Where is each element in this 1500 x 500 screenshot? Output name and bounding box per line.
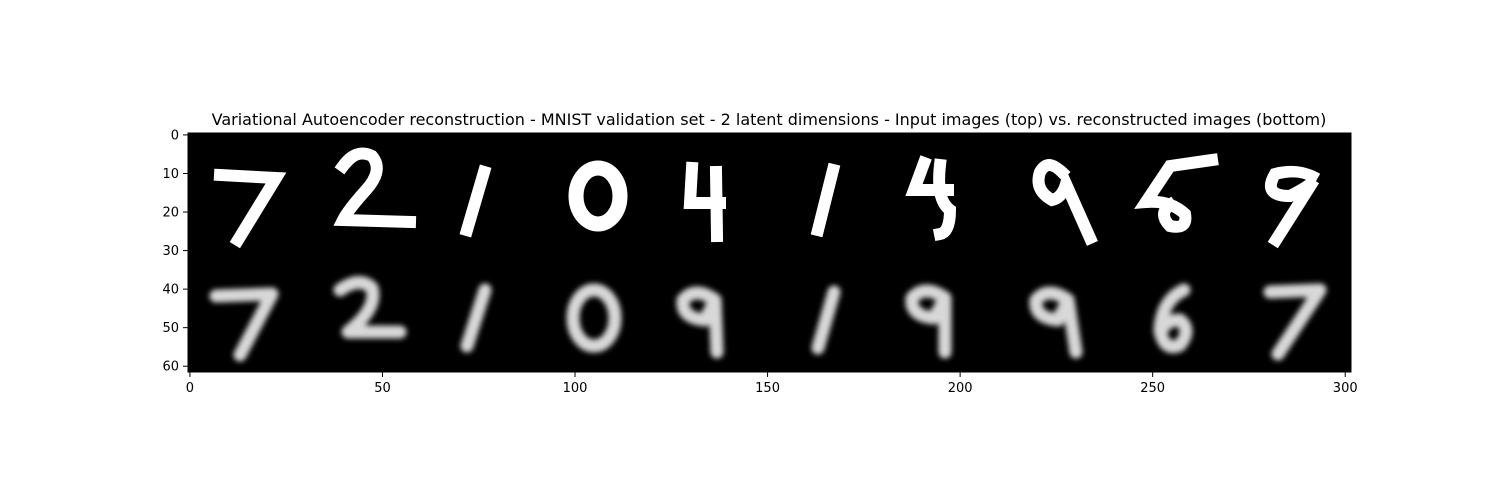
y-tick-label: 40 xyxy=(162,283,179,298)
recon-digit-9c xyxy=(1029,286,1083,359)
input-digit-2 xyxy=(333,147,417,229)
input-digit-0 xyxy=(568,160,628,232)
recon-digit-2 xyxy=(333,276,407,339)
input-digit-4b xyxy=(905,155,957,242)
axes-frame xyxy=(187,132,1352,373)
x-tick-label: 300 xyxy=(1333,381,1358,396)
input-digit-1 xyxy=(459,164,492,238)
y-tick-label: 50 xyxy=(162,321,179,336)
recon-digit-1b xyxy=(811,285,841,355)
recon-digit-7 xyxy=(209,287,279,362)
recon-digit-1 xyxy=(460,283,492,353)
recon-digit-6 xyxy=(1153,283,1193,354)
x-tick-label: 100 xyxy=(563,381,588,396)
x-tick-label: 50 xyxy=(374,381,391,396)
input-digits-row xyxy=(213,147,1321,249)
y-axis-ticks: 0 10 20 30 40 50 60 xyxy=(162,128,188,375)
recon-digit-9 xyxy=(676,286,724,359)
input-digit-1b xyxy=(810,162,841,238)
input-digit-5 xyxy=(1134,153,1219,233)
recon-digit-0 xyxy=(566,283,622,353)
y-tick-label: 60 xyxy=(162,360,179,375)
y-tick-label: 10 xyxy=(162,167,179,182)
y-tick-label: 20 xyxy=(162,206,179,221)
input-digit-9b xyxy=(1265,165,1321,249)
recon-digit-7b xyxy=(1263,283,1327,361)
x-tick-label: 250 xyxy=(1140,381,1165,396)
input-digit-9 xyxy=(1032,159,1098,246)
x-tick-label: 150 xyxy=(755,381,780,396)
reconstructed-digits-row xyxy=(209,276,1327,362)
input-digit-7 xyxy=(213,168,287,249)
y-tick-label: 0 xyxy=(171,128,179,143)
recon-digit-9b xyxy=(905,284,952,359)
x-tick-label: 0 xyxy=(186,381,194,396)
figure-title: Variational Autoencoder reconstruction -… xyxy=(212,110,1327,129)
x-axis-ticks: 0 50 100 150 200 250 300 xyxy=(186,372,1358,396)
x-tick-label: 200 xyxy=(948,381,973,396)
y-tick-label: 30 xyxy=(162,244,179,259)
input-digit-4 xyxy=(683,161,726,243)
